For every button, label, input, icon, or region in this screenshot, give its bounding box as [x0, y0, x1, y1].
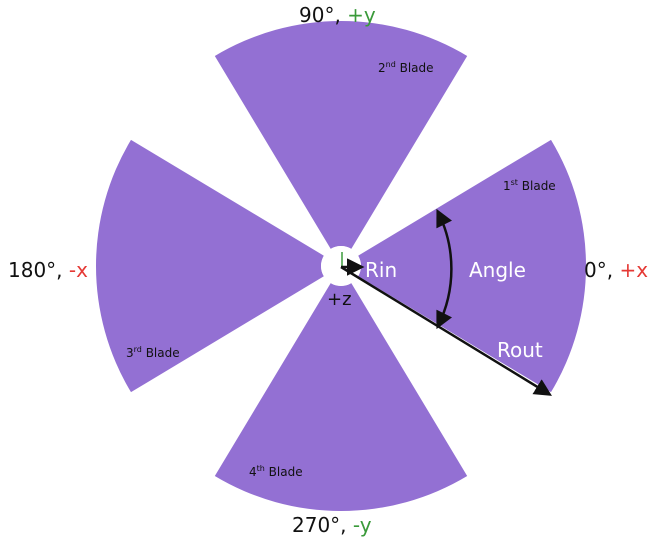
direction-label-top: 90°, +y [299, 3, 376, 27]
direction-label-right: 0°, +x [584, 258, 648, 282]
blade-1-label: 1st Blade [503, 178, 556, 193]
rout-arrow [340, 265, 552, 396]
rin-label: Rin [365, 258, 397, 282]
angle-arc-arrow [436, 208, 453, 330]
direction-label-bottom: 270°, -y [292, 513, 372, 537]
direction-label-left: 180°, -x [8, 258, 88, 282]
blade-3-sector [96, 139, 324, 393]
blade-3-label: 3rd Blade [126, 345, 180, 360]
blade-2-label: 2nd Blade [378, 60, 434, 75]
blade-1-sector [358, 139, 586, 393]
blade-4-label: 4th Blade [249, 464, 303, 479]
blade-2-sector [214, 21, 468, 249]
rout-label: Rout [497, 338, 543, 362]
angle-label: Angle [469, 258, 526, 282]
z-axis-label: +z [327, 289, 352, 310]
blade-4-sector [214, 283, 468, 511]
